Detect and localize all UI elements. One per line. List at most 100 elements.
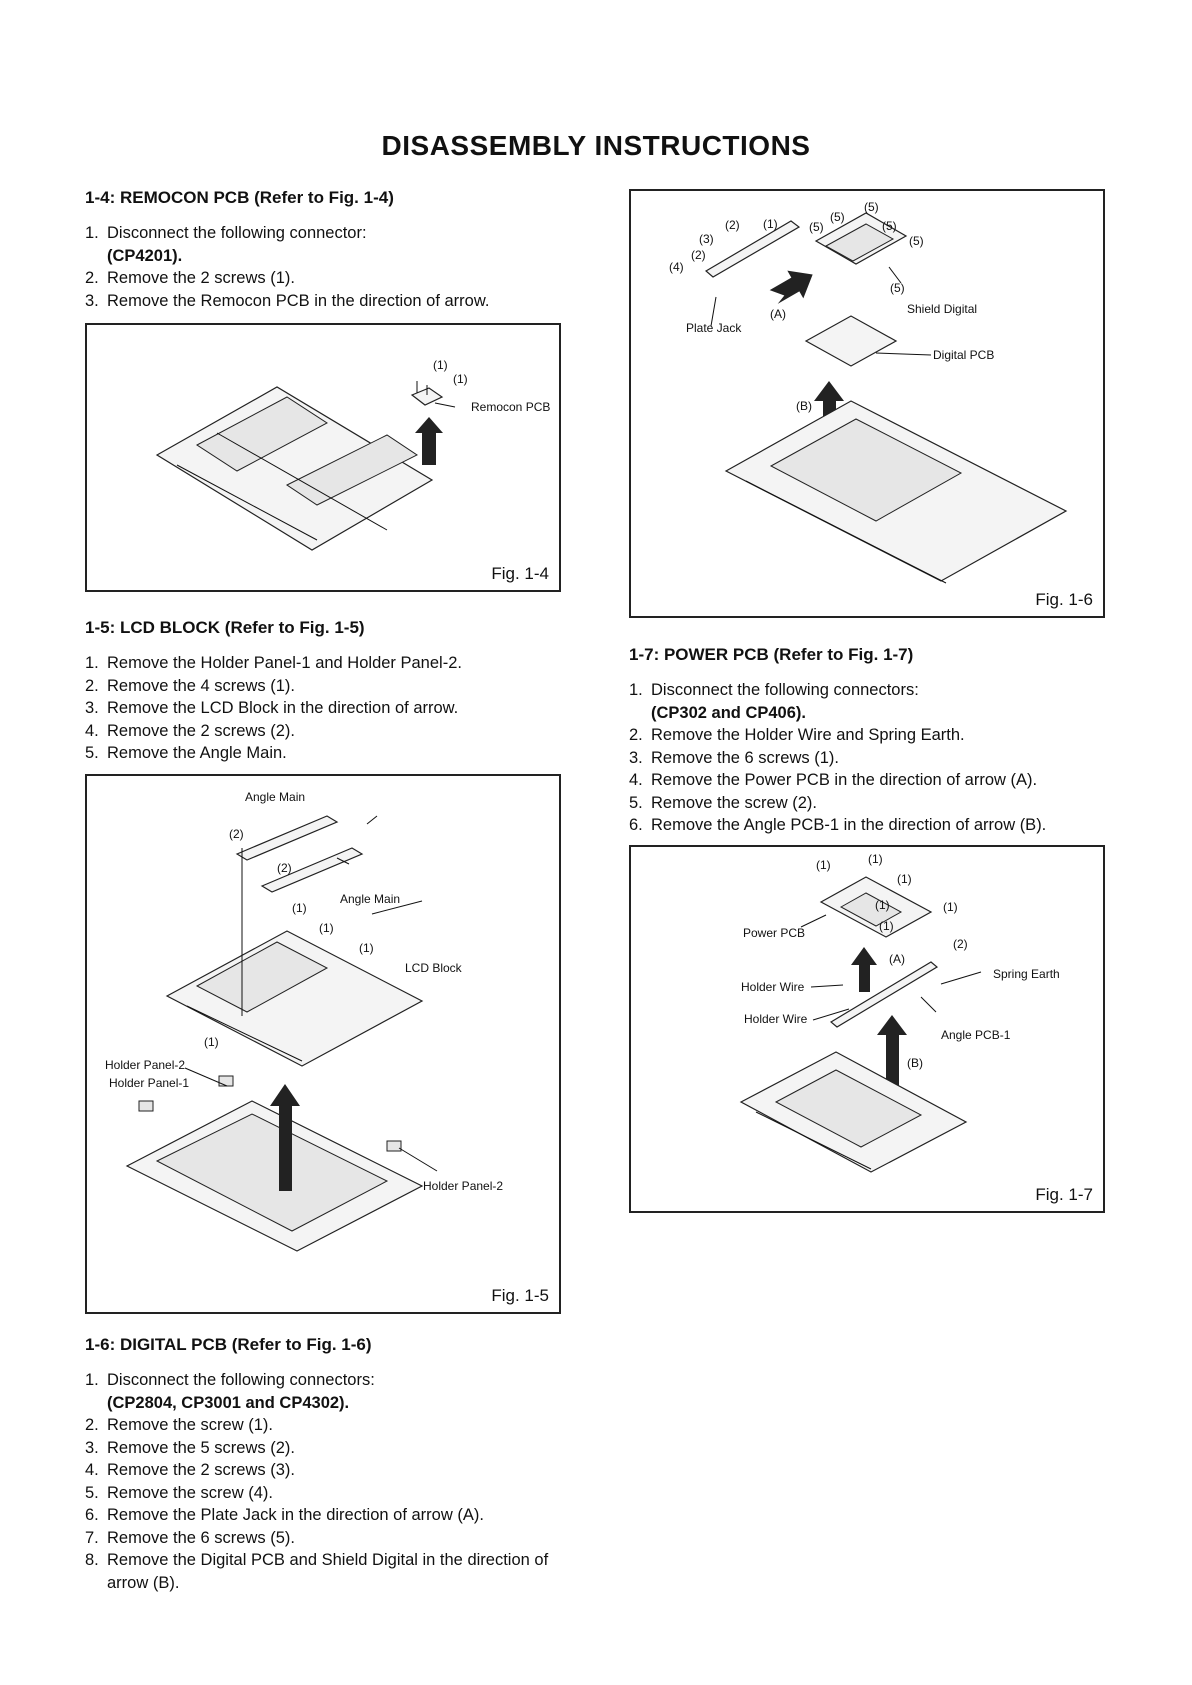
step-item: 4.Remove the 2 screws (2). bbox=[85, 720, 565, 743]
screw-label: (1) bbox=[897, 872, 912, 886]
step-item: 5.Remove the screw (2). bbox=[629, 792, 1109, 815]
figure-caption: Fig. 1-6 bbox=[1035, 590, 1093, 609]
screw-label: (1) bbox=[875, 898, 890, 912]
digital-pcb-diagram: Plate Jack Shield Digital Digital PCB (A… bbox=[669, 200, 1068, 584]
arrow-a bbox=[851, 947, 877, 992]
step-item: 6.Remove the Angle PCB-1 in the directio… bbox=[629, 814, 1109, 837]
step-text: Remove the Holder Panel-1 and Holder Pan… bbox=[107, 654, 462, 672]
digital-pcb-drawing bbox=[804, 315, 898, 367]
up-arrow bbox=[270, 1084, 300, 1191]
step-text: Remove the Power PCB in the direction of… bbox=[651, 771, 1038, 789]
remocon-pcb-drawing bbox=[410, 387, 444, 406]
step-text: Disconnect the following connectors: bbox=[107, 1371, 375, 1389]
step-number: 6. bbox=[85, 1506, 99, 1524]
holder-panel-label: Holder Panel-2 bbox=[105, 1058, 185, 1072]
screw-label: (2) bbox=[953, 937, 968, 951]
step-list: 1.Disconnect the following connector:(CP… bbox=[85, 222, 565, 312]
figure-1-6: Plate Jack Shield Digital Digital PCB (A… bbox=[629, 189, 1105, 618]
step-text: Remove the 6 screws (1). bbox=[651, 748, 839, 767]
screw-label: (1) bbox=[453, 372, 468, 386]
screw-label: (1) bbox=[433, 358, 448, 372]
section-heading: 1-7: POWER PCB (Refer to Fig. 1-7) bbox=[629, 645, 914, 664]
step-text: Remove the 2 screws (3). bbox=[107, 1461, 295, 1479]
holder-panel-label: Holder Panel-1 bbox=[109, 1076, 189, 1090]
step-item: 8.Remove the Digital PCB and Shield Digi… bbox=[85, 1549, 565, 1594]
angle-pcb-drawing bbox=[829, 961, 939, 1028]
screw-label: (2) bbox=[277, 861, 292, 875]
step-item: 3. Remove the 5 screws (2). bbox=[85, 1437, 565, 1460]
angle-main-drawing bbox=[235, 815, 339, 861]
power-pcb-label: Power PCB bbox=[743, 926, 805, 940]
figure-1-7: Power PCB Holder Wire Holder Wire Spring… bbox=[629, 845, 1105, 1213]
screw-label: (1) bbox=[879, 919, 894, 933]
step-number: 2. bbox=[85, 676, 99, 695]
section-lcd-block: 1-5: LCD BLOCK (Refer to Fig. 1-5) 1.Rem… bbox=[85, 618, 565, 765]
step-item: 1.Disconnect the following connectors:(C… bbox=[85, 1369, 565, 1414]
connector-text: (CP2804, CP3001 and CP4302). bbox=[107, 1393, 350, 1412]
screw-label: (5) bbox=[890, 281, 905, 295]
section-digital-pcb: 1-6: DIGITAL PCB (Refer to Fig. 1-6) 1.D… bbox=[85, 1335, 565, 1594]
section-remocon-pcb: 1-4: REMOCON PCB (Refer to Fig. 1-4) 1. D… bbox=[85, 188, 565, 312]
step-item: 3.Remove the Remocon PCB in the directio… bbox=[85, 290, 565, 313]
screw-label: (1) bbox=[204, 1035, 219, 1049]
step-number: 3. bbox=[85, 699, 99, 717]
step-list: 1.Disconnect the following connectors:(C… bbox=[629, 679, 1109, 837]
step-item: 1.Remove the Holder Panel-1 and Holder P… bbox=[85, 652, 565, 675]
step-item: 2.Remove the screw (1). bbox=[85, 1414, 565, 1437]
step-item: 4. Remove the Power PCB in the direction … bbox=[629, 769, 1109, 792]
connector-text: (CP302 and CP406). bbox=[651, 703, 806, 722]
step-text: Remove the LCD Block in the direction of… bbox=[107, 699, 459, 717]
step-text: Remove the 5 screws (2). bbox=[107, 1438, 295, 1457]
step-number: 3. bbox=[85, 1438, 99, 1457]
angle-main-label: Angle Main bbox=[245, 790, 305, 804]
step-number: 5. bbox=[85, 1483, 99, 1502]
remocon-diagram: (1) (1) Remocon PCB bbox=[155, 358, 550, 551]
step-text: Remove the 6 screws (5). bbox=[107, 1528, 295, 1547]
screw-label: (1) bbox=[319, 921, 334, 935]
step-text: Remove the 2 screws (1). bbox=[107, 269, 295, 287]
spring-earth-label: Spring Earth bbox=[993, 967, 1060, 981]
figure-caption: Fig. 1-7 bbox=[1035, 1185, 1093, 1204]
power-pcb-diagram: Power PCB Holder Wire Holder Wire Spring… bbox=[739, 852, 1060, 1173]
step-item: 7.Remove the 6 screws (5). bbox=[85, 1527, 565, 1550]
step-item: 2. Remove the 2 screws (1). bbox=[85, 267, 565, 290]
step-number: 1. bbox=[85, 224, 99, 242]
step-number: 5. bbox=[85, 744, 99, 762]
screw-label: (2) bbox=[691, 248, 706, 262]
plate-jack-label: Plate Jack bbox=[686, 321, 742, 335]
screw-label: (3) bbox=[699, 232, 714, 246]
page-title: DISASSEMBLY INSTRUCTIONS bbox=[381, 130, 811, 161]
screw-label: (1) bbox=[359, 941, 374, 955]
arrow-b-label: (B) bbox=[907, 1056, 923, 1070]
step-number: 2. bbox=[629, 726, 643, 744]
figure-caption: Fig. 1-5 bbox=[491, 1286, 549, 1305]
screw-label: (5) bbox=[909, 234, 924, 248]
step-number: 8. bbox=[85, 1551, 99, 1569]
section-heading: 1-4: REMOCON PCB (Refer to Fig. 1-4) bbox=[85, 188, 394, 207]
arrow-a bbox=[769, 270, 813, 304]
step-text: Remove the screw (2). bbox=[651, 793, 817, 812]
holder-panel-label: Holder Panel-2 bbox=[423, 1179, 503, 1193]
screw-label: (1) bbox=[816, 858, 831, 872]
digital-pcb-label: Digital PCB bbox=[933, 348, 994, 362]
section-power-pcb: 1-7: POWER PCB (Refer to Fig. 1-7) 1.Dis… bbox=[629, 645, 1109, 837]
lcd-block-diagram: Angle Main Angle Main LCD Block Holder P… bbox=[105, 790, 503, 1252]
step-number: 4. bbox=[629, 771, 643, 789]
step-number: 2. bbox=[85, 269, 99, 287]
lcd-block-label: LCD Block bbox=[405, 961, 463, 975]
arrow-b-label: (B) bbox=[796, 399, 812, 413]
remocon-pcb-label: Remocon PCB bbox=[471, 400, 550, 414]
step-text: Remove the screw (4). bbox=[107, 1483, 273, 1502]
screw-label: (4) bbox=[669, 260, 684, 274]
screw-label: (2) bbox=[725, 218, 740, 232]
section-heading: 1-5: LCD BLOCK (Refer to Fig. 1-5) bbox=[85, 618, 365, 637]
angle-pcb-label: Angle PCB-1 bbox=[941, 1028, 1011, 1042]
arrow-a-label: (A) bbox=[889, 952, 905, 966]
step-text: Disconnect the following connector: bbox=[107, 224, 367, 242]
up-arrow bbox=[415, 417, 443, 465]
screw-label: (5) bbox=[809, 220, 824, 234]
step-text: Remove the 4 screws (1). bbox=[107, 676, 295, 695]
step-item: 5.Remove the Angle Main. bbox=[85, 742, 565, 765]
step-list: 1.Remove the Holder Panel-1 and Holder P… bbox=[85, 652, 565, 765]
section-heading: 1-6: DIGITAL PCB (Refer to Fig. 1-6) bbox=[85, 1335, 372, 1354]
